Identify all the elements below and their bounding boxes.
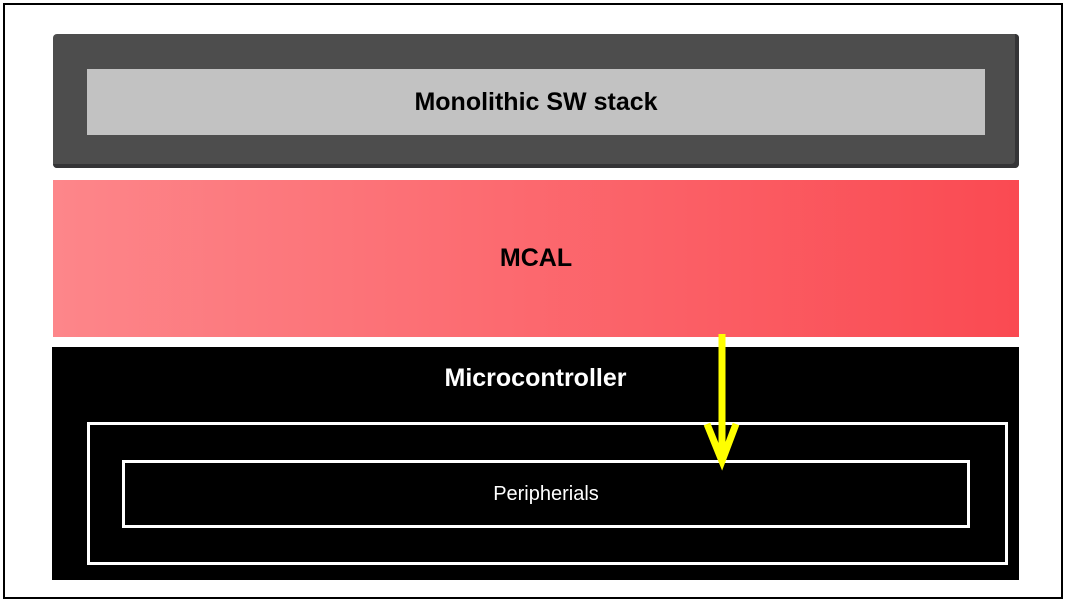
down-arrow-icon bbox=[703, 334, 740, 471]
microcontroller-label: Microcontroller bbox=[444, 364, 627, 392]
monolithic-sw-stack-block: Monolithic SW stack bbox=[53, 34, 1019, 168]
monolithic-sw-stack-inner-box: Monolithic SW stack bbox=[87, 69, 985, 135]
microcontroller-block: Microcontroller Peripherials bbox=[52, 347, 1019, 580]
peripherals-box: Peripherials bbox=[122, 460, 970, 528]
mcal-block: MCAL bbox=[53, 180, 1019, 337]
outer-frame bbox=[3, 3, 1063, 599]
peripherals-label: Peripherials bbox=[493, 482, 599, 505]
mcal-label: MCAL bbox=[499, 244, 573, 272]
down-arrow-head bbox=[703, 422, 740, 471]
monolithic-sw-stack-label: Monolithic SW stack bbox=[414, 87, 658, 116]
microcontroller-inner-box bbox=[87, 422, 1008, 565]
